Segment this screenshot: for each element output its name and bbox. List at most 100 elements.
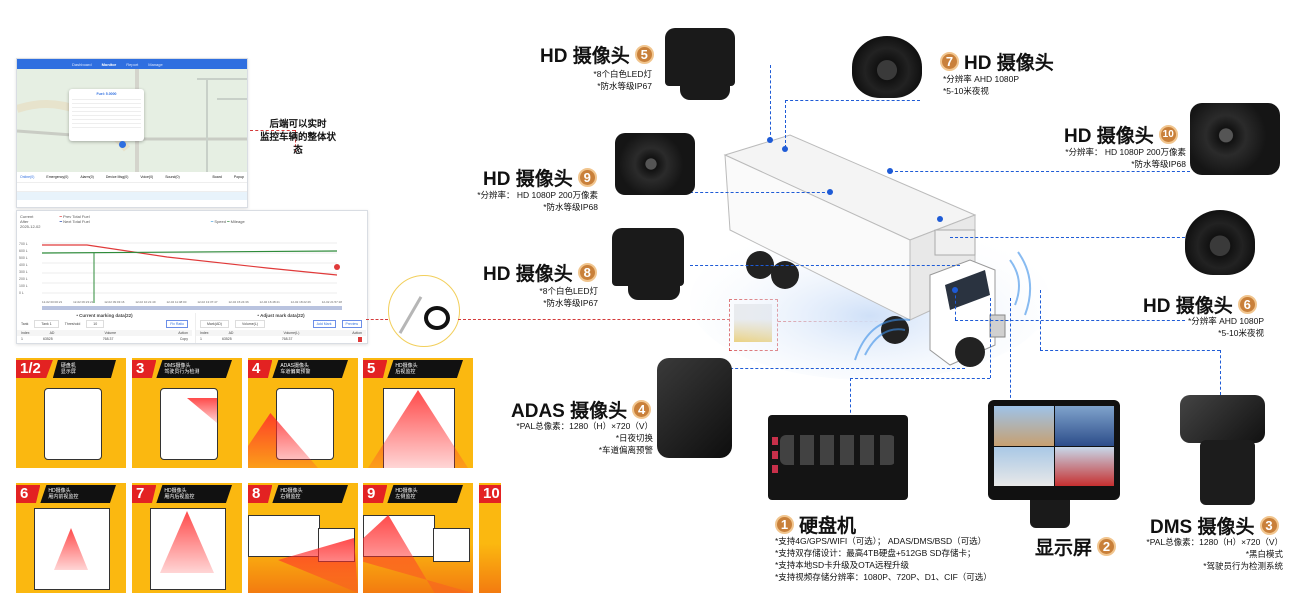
table-row[interactable]: 1 63525 768.37 Copy (17, 336, 192, 342)
coverage-tile-10: 10 (479, 483, 501, 593)
nav-tab-manage[interactable]: Manage (148, 61, 163, 67)
connector-line (1040, 350, 1220, 351)
x-tick: 12-02 06:23:21 (73, 300, 94, 304)
y-tick: 700 L (19, 242, 28, 246)
mount-point (782, 146, 788, 152)
tab-emergency[interactable]: Emergency(0) (46, 175, 69, 179)
spec-line: *支持4G/GPS/WIFI（可选）； ADAS/DMS/BSD（可选） (775, 536, 987, 546)
fuel-marker (334, 264, 340, 270)
camera-9-specs: *分辨率： HD 1080P 200万像素 *防水等级IP68 (470, 189, 598, 213)
spec-line: *分辨率： HD 1080P 200万像素 (477, 190, 598, 200)
threshold-label: Threshold (64, 322, 81, 326)
tile-number: 5 (363, 360, 388, 378)
number-badge: 2 (1097, 537, 1117, 556)
popup-title: Fuel: 5.0000 (96, 92, 117, 96)
monitor-title: 显示屏 2 (1035, 533, 1117, 560)
camera-10-image (1190, 103, 1280, 175)
connector-line (1040, 290, 1041, 350)
board-button[interactable]: Board (212, 175, 222, 179)
dms-camera-image (1180, 395, 1265, 443)
fix-ratio-button[interactable]: Fix Ratio (166, 320, 188, 328)
mark-ad-input[interactable]: Mark(AD) (200, 320, 229, 328)
number-badge: 5 (634, 45, 654, 64)
tile-number: 7 (132, 485, 157, 503)
tile-label: HD摄像头 厢内前视监控 (40, 485, 116, 503)
nav-tab-report[interactable]: Report (126, 61, 139, 67)
legend-speed[interactable]: Speed (214, 219, 226, 224)
camera-10-title: HD 摄像头 10 (1064, 121, 1178, 148)
tab-device-msg[interactable]: Device Msg(0) (105, 175, 129, 179)
tile-number: 4 (248, 360, 273, 378)
connector-line (850, 378, 851, 418)
legend-mileage[interactable]: Mileage (230, 219, 245, 224)
spec-line: *防水等级IP68 (1131, 159, 1186, 169)
camera-title-text: HD 摄像头 (1064, 126, 1154, 147)
preview-button[interactable]: Preview (341, 320, 362, 328)
tab-online[interactable]: Online(0) (20, 175, 35, 179)
spec-line: *支持双存储设计：最高4TB硬盘+512GB SD存储卡； (775, 548, 976, 558)
camera-title-text: HD 摄像头 (483, 169, 573, 190)
col-volume: Volume (104, 331, 117, 335)
legend-prev-total-fuel[interactable]: Prev Total Fuel (63, 214, 90, 219)
spec-line: *PAL总像素：1280（H）×720（V） (1146, 537, 1283, 547)
tank-select[interactable]: Tank 1 (34, 320, 59, 328)
connector-line (950, 237, 1190, 238)
volume-input[interactable]: Volume(L) (234, 320, 265, 328)
delete-icon[interactable] (358, 337, 362, 342)
tile-number: 6 (16, 485, 41, 503)
chart-date: 2025-12-02 (20, 224, 41, 229)
spec-line: *分辨率 AHD 1080P (1187, 316, 1264, 326)
app-navbar: Dashboard Monitor Report Manage (17, 59, 247, 69)
camera-8-image (612, 228, 684, 286)
tab-sound[interactable]: Sound(0) (165, 175, 180, 179)
map-view[interactable]: Fuel: 5.0000 (17, 69, 247, 174)
cell: 63525 (221, 337, 232, 341)
connector-line (890, 171, 1190, 172)
camera-title-text: HD 摄像头 (964, 53, 1054, 74)
chart-zoom-slider[interactable] (42, 306, 342, 310)
monitor-title-text: 显示屏 (1035, 538, 1093, 559)
y-tick: 600 L (19, 249, 28, 253)
spec-line: *日夜切换 (615, 433, 653, 443)
adas-camera-title: ADAS 摄像头 4 (511, 396, 652, 423)
add-mark-button[interactable]: Add Mark (312, 320, 336, 328)
connector-line (785, 100, 786, 148)
table-row[interactable] (17, 192, 247, 200)
connector-line (458, 319, 730, 320)
col-index: Index (200, 331, 209, 335)
nav-tab-monitor[interactable]: Monitor (101, 61, 117, 67)
nav-tab-dashboard[interactable]: Dashboard (72, 61, 92, 67)
fuel-sensor-image (388, 275, 460, 347)
threshold-input[interactable]: 10 (86, 320, 105, 328)
x-tick: 12-02 16:48:41 (259, 300, 280, 304)
popup-button[interactable]: Popup (233, 175, 244, 179)
display-monitor-stand (1030, 500, 1070, 528)
vehicle-popup: Fuel: 5.0000 (69, 89, 144, 141)
number-badge: 4 (632, 400, 652, 419)
tab-voice[interactable]: Voice(0) (140, 175, 154, 179)
mdvr-title: 1 硬盘机 (775, 511, 856, 538)
table-row[interactable]: 1 63525 768.37 (196, 336, 366, 343)
col-action: Action (178, 331, 188, 335)
camera-8-bracket (628, 282, 680, 300)
camera-10-specs: *分辨率： HD 1080P 200万像素 *防水等级IP68 (1060, 146, 1186, 170)
monitor-caption: 后端可以实时 监控车辆的整体状态 (259, 119, 336, 156)
y-tick: 100 L (19, 284, 28, 288)
copy-button[interactable]: Copy (179, 337, 188, 341)
tile-label: ADAS摄像头 车道偏离预警 (272, 360, 348, 378)
number-badge: 9 (577, 168, 597, 187)
number-badge: 10 (1158, 125, 1178, 144)
tile-label: DMS摄像头 驾驶员行为检测 (156, 360, 232, 378)
tab-alarm[interactable]: Alarm(0) (80, 175, 94, 179)
vehicle-marker-icon[interactable] (119, 141, 126, 148)
camera-5-image (665, 28, 735, 86)
tile-label: 硬盘机 显示屏 (52, 360, 116, 378)
x-tick: 12-02 13:37:47 (197, 300, 218, 304)
tile-number: 8 (248, 485, 273, 503)
connector-line (770, 65, 771, 140)
x-tick: 12-02 15:24:36 (228, 300, 249, 304)
mount-point (827, 189, 833, 195)
legend-next-total-fuel[interactable]: Next Total Fuel (63, 219, 90, 224)
